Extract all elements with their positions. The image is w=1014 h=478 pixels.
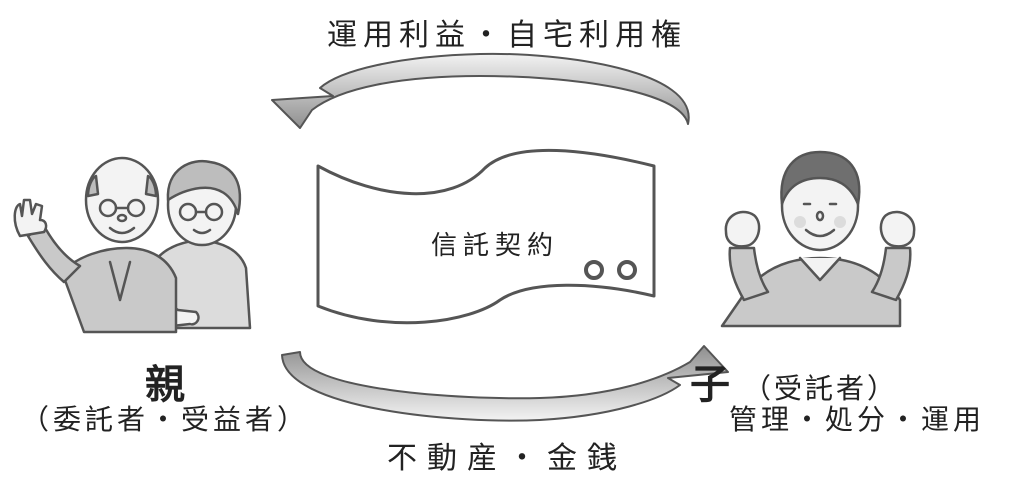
child-heading: 子 （受託者） (690, 352, 1014, 410)
top-flow-label: 運用利益・自宅利用権 (327, 18, 687, 53)
contract-seal-left (584, 260, 604, 280)
bottom-flow-arrow (281, 345, 729, 422)
parent-name: 親 (145, 362, 185, 408)
parents-illustration (13, 156, 252, 334)
top-flow-arrow (271, 52, 690, 129)
bottom-flow-label: 不動産・金銭 (387, 441, 627, 476)
contract-scroll (316, 148, 656, 325)
child-duties: 管理・処分・運用 (728, 403, 985, 436)
child-illustration (720, 150, 916, 328)
parent-role: （委託者・受益者） (20, 403, 309, 436)
contract-title: 信託契約 (430, 231, 559, 261)
child-role: （受託者） (743, 372, 899, 405)
contract-seal-right (617, 260, 637, 280)
child-name: 子 (690, 362, 733, 408)
